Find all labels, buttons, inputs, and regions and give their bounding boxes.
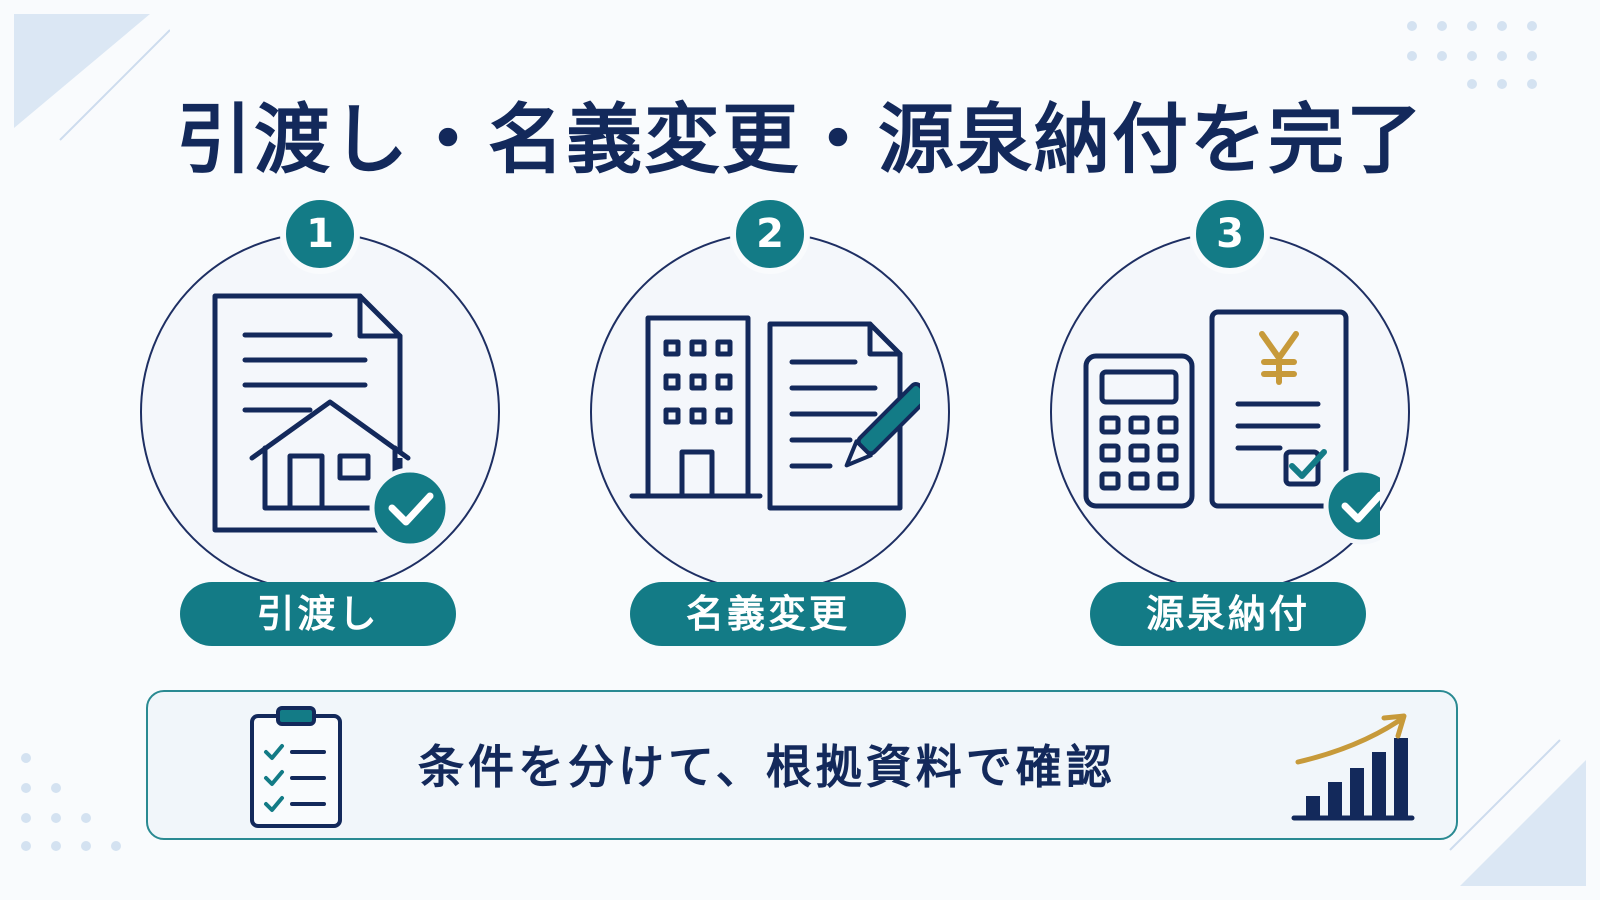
rising-bar-chart-icon <box>1291 713 1415 821</box>
dot-grid-top-right <box>1407 21 1537 89</box>
step-number: 3 <box>1190 194 1270 274</box>
step-name-change: 2 名義変更 <box>580 194 960 650</box>
house-document-check-icon <box>212 293 451 549</box>
corner-decoration-top-left <box>14 14 170 141</box>
calculator-yen-document-icon <box>1083 309 1380 545</box>
building-document-pen-icon <box>629 315 920 511</box>
step-handover: 1 引渡し <box>130 194 510 650</box>
summary-banner: 条件を分けて、根拠資料で確認 <box>146 690 1458 840</box>
banner-text: 条件を分けて、根拠資料で確認 <box>418 740 1116 794</box>
checklist-clipboard-icon <box>250 706 342 828</box>
step-label: 引渡し <box>180 582 456 646</box>
step-label: 源泉納付 <box>1090 582 1366 646</box>
step-label: 名義変更 <box>630 582 906 646</box>
step-withholding-payment: 3 源泉納付 <box>1040 194 1420 650</box>
corner-decoration-bottom-right <box>1449 739 1586 886</box>
step-number: 2 <box>730 194 810 274</box>
dot-grid-bottom-left <box>21 753 121 851</box>
step-number: 1 <box>280 194 360 274</box>
page-title: 引渡し・名義変更・源泉納付を完了 <box>176 95 1424 184</box>
